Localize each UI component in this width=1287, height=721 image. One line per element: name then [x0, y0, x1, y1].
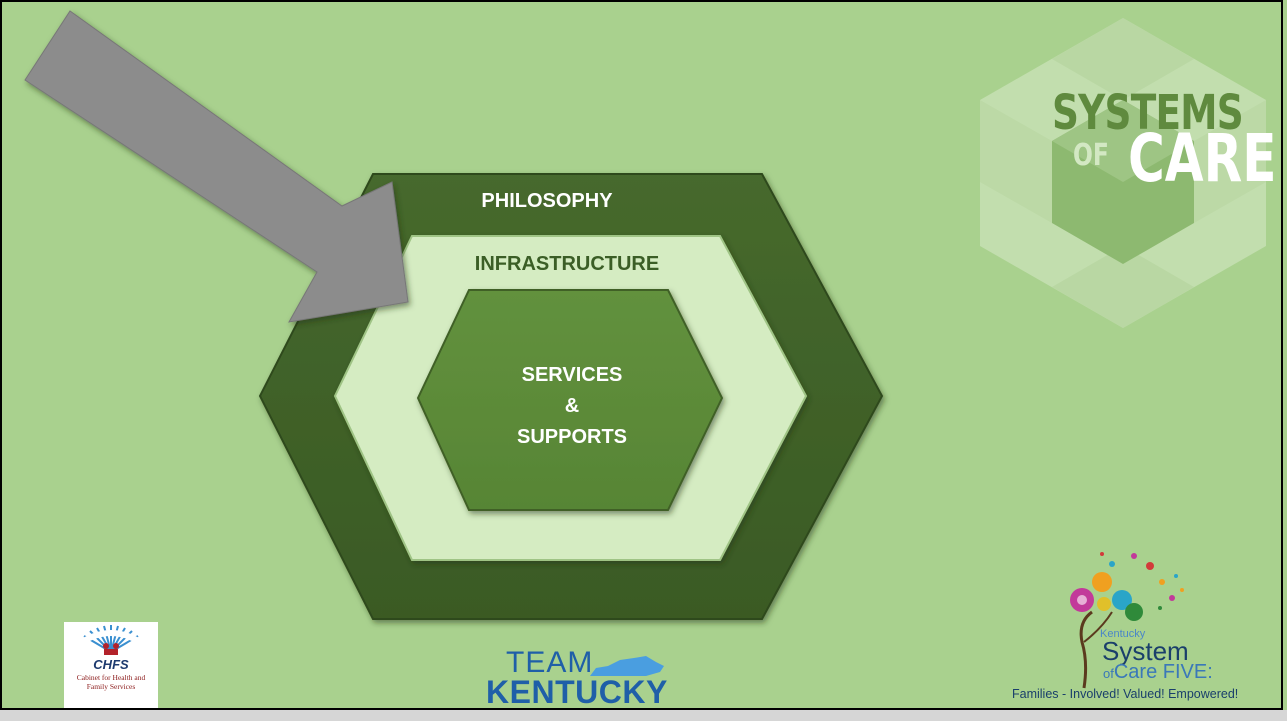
team-kentucky-logo: TEAM KENTUCKY — [486, 646, 686, 710]
chfs-name: CHFS — [93, 657, 129, 672]
chfs-sunburst-icon — [80, 625, 142, 655]
systems-of-care-care: CARE — [1128, 120, 1277, 197]
ky-soc-line2: System — [1102, 636, 1189, 666]
team-kentucky-line1: TEAM — [506, 646, 594, 679]
arrow-shape — [24, 10, 409, 323]
chfs-logo: CHFS Cabinet for Health and Family Servi… — [64, 622, 158, 708]
chfs-subtitle: Cabinet for Health and Family Services — [66, 673, 156, 691]
services-label-line2: & — [564, 395, 580, 417]
tree-icon — [1070, 552, 1184, 689]
team-kentucky-line2: KENTUCKY — [486, 674, 668, 710]
ky-system-of-care-five-logo: Kentucky System ofCare FIVE: Families - … — [1012, 542, 1274, 708]
chfs-subtitle-line1: Cabinet for Health and — [76, 673, 146, 682]
services-label-line3: SUPPORTS — [516, 426, 628, 448]
systems-of-care-of: OF — [1073, 138, 1109, 173]
ky-soc-line3-of: of — [1103, 666, 1114, 681]
hexagon-diagram — [24, 10, 884, 620]
chfs-subtitle-line2: Family Services — [86, 682, 136, 691]
ky-soc-line3: ofCare FIVE: — [1103, 661, 1213, 685]
ky-soc-tagline: Families - Involved! Valued! Empowered! — [1012, 687, 1239, 701]
services-hexagon — [416, 289, 724, 511]
services-label-line1: SERVICES — [521, 364, 623, 386]
infrastructure-label: INFRASTRUCTURE — [474, 253, 660, 275]
philosophy-label: PHILOSOPHY — [481, 190, 613, 212]
systems-of-care-logo-graphic — [980, 18, 1266, 328]
services-supports-label: SERVICES & SUPPORTS — [472, 360, 672, 453]
ky-soc-line1: Kentucky — [1100, 628, 1146, 640]
ky-soc-line3-care: Care FIVE: — [1113, 661, 1213, 683]
footer-strip — [0, 710, 1287, 721]
kentucky-state-icon — [590, 656, 664, 676]
